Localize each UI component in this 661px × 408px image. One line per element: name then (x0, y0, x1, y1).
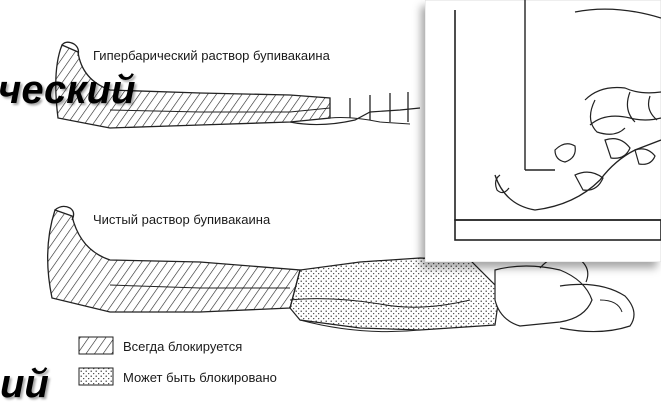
legend-hatch-swatch (79, 337, 113, 354)
spine-drawing (425, 0, 661, 262)
label-plain: Чистый раствор бупивакаина (93, 212, 270, 227)
legend-always-label: Всегда блокируется (123, 339, 242, 354)
label-hyperbaric: Гипербарический раствор бупивакаина (93, 48, 330, 63)
legend-maybe-label: Может быть блокировано (123, 370, 277, 385)
overlay-word-bottom: ий (0, 362, 49, 407)
overlay-word-top: ческий (0, 68, 135, 113)
legend-dots-swatch (79, 368, 113, 385)
spine-inset (425, 0, 661, 262)
